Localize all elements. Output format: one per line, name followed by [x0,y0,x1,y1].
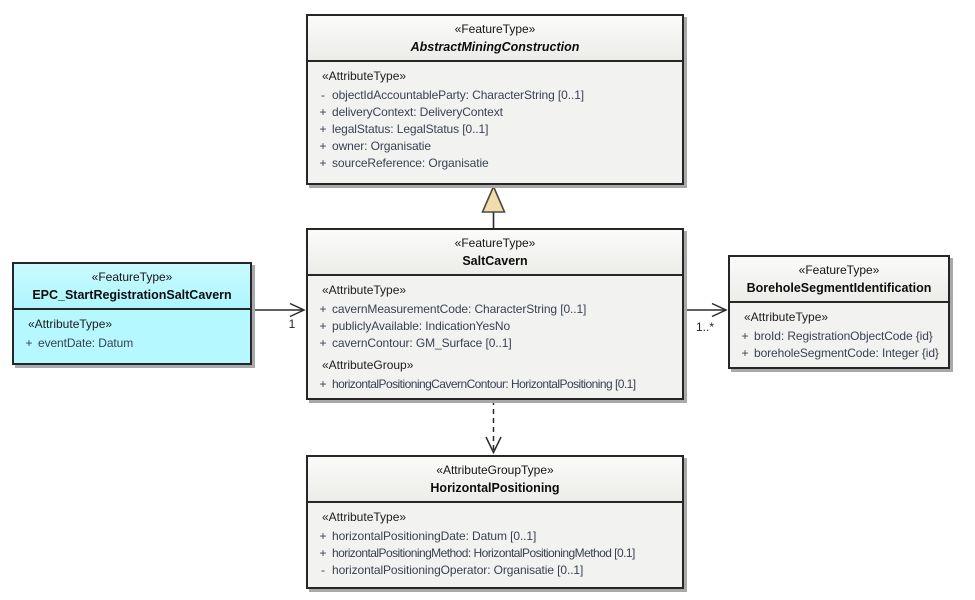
class-name: AbstractMiningConstruction [410,40,580,54]
multiplicity-label-epc-saltcavern: 1 [288,317,296,331]
attribute-text: boreholeSegmentCode: Integer {id} [754,345,939,360]
association-epc-saltcavern [252,302,306,318]
class-stereotype: «FeatureType» [454,22,536,36]
class-stereotype: «FeatureType» [91,270,173,284]
section-heading: «AttributeType» [322,510,407,524]
dependency-connector [485,400,502,455]
attribute-row: - horizontalPositioningOperator: Organis… [308,561,682,578]
attribute-row: + horizontalPositioningCavernContour: Ho… [308,375,682,392]
section-heading: «AttributeGroup» [322,358,414,372]
attribute-row: + horizontalPositioningDate: Datum [0..1… [308,527,682,544]
visibility-marker: + [319,121,327,136]
visibility-marker: + [319,376,327,391]
class-stereotype: «FeatureType» [454,236,536,250]
visibility-marker: - [321,562,325,577]
association-saltcavern-borehole [684,302,728,318]
class-box-horizontal-positioning[interactable]: «AttributeGroupType» HorizontalPositioni… [306,455,684,589]
attribute-row: + boreholeSegmentCode: Integer {id} [730,344,948,361]
class-name: SaltCavern [462,254,528,268]
attribute-text: horizontalPositioningDate: Datum [0..1] [332,528,537,543]
class-name: BoreholeSegmentIdentification [746,281,932,295]
attribute-row: + publiclyAvailable: IndicationYesNo [308,317,682,334]
multiplicity-label-saltcavern-borehole: 1..* [696,320,715,334]
section-heading: «AttributeType» [744,310,829,324]
visibility-marker: + [319,528,327,543]
attribute-row: - objectIdAccountableParty: CharacterStr… [308,86,682,103]
visibility-marker: + [319,301,327,316]
attribute-text: owner: Organisatie [332,138,431,153]
attribute-text: eventDate: Datum [38,335,134,350]
visibility-marker: + [741,328,749,343]
class-name: HorizontalPositioning [430,481,560,495]
attribute-text: horizontalPositioningOperator: Organisat… [332,562,584,577]
class-stereotype: «AttributeGroupType» [436,463,554,477]
attribute-row: + sourceReference: Organisatie [308,154,682,171]
attribute-text: deliveryContext: DeliveryContext [332,104,503,119]
attribute-text: cavernMeasurementCode: CharacterString [… [332,301,587,316]
class-name: EPC_StartRegistrationSaltCavern [32,288,232,302]
attribute-text: objectIdAccountableParty: CharacterStrin… [332,87,585,102]
visibility-marker: + [319,138,327,153]
visibility-marker: + [319,545,327,560]
class-header: «FeatureType» BoreholeSegmentIdentificat… [730,257,948,303]
attributes-compartment: «AttributeType» - objectIdAccountablePar… [308,62,682,175]
attribute-text: broId: RegistrationObjectCode {id} [754,328,933,343]
attributes-compartment: «AttributeType» + cavernMeasurementCode:… [308,276,682,396]
generalization-connector [481,184,506,228]
class-box-salt-cavern[interactable]: «FeatureType» SaltCavern «AttributeType»… [306,228,684,400]
attribute-text: cavernContour: GM_Surface [0..1] [332,335,512,350]
class-box-borehole-segment-identification[interactable]: «FeatureType» BoreholeSegmentIdentificat… [728,255,950,369]
attribute-row: + eventDate: Datum [14,334,250,351]
visibility-marker: + [319,318,327,333]
section-heading: «AttributeType» [322,283,407,297]
attribute-row: + cavernContour: GM_Surface [0..1] [308,334,682,351]
attribute-row: + cavernMeasurementCode: CharacterString… [308,300,682,317]
attributes-compartment: «AttributeType» + eventDate: Datum [14,310,250,355]
attribute-text: legalStatus: LegalStatus [0..1] [332,121,489,136]
attribute-row: + legalStatus: LegalStatus [0..1] [308,120,682,137]
class-stereotype: «FeatureType» [798,263,880,277]
attribute-row: + broId: RegistrationObjectCode {id} [730,327,948,344]
attribute-row: + horizontalPositioningMethod: Horizonta… [308,544,682,561]
attribute-row: + owner: Organisatie [308,137,682,154]
section-heading: «AttributeType» [28,317,113,331]
visibility-marker: + [319,155,327,170]
attributes-compartment: «AttributeType» + horizontalPositioningD… [308,503,682,582]
visibility-marker: + [741,345,749,360]
class-header: «FeatureType» SaltCavern [308,230,682,276]
attributes-compartment: «AttributeType» + broId: RegistrationObj… [730,303,948,365]
visibility-marker: - [321,87,325,102]
class-box-epc-start-registration-salt-cavern[interactable]: «FeatureType» EPC_StartRegistrationSaltC… [12,262,252,365]
section-heading: «AttributeType» [322,69,407,83]
class-header: «AttributeGroupType» HorizontalPositioni… [308,457,682,503]
attribute-text: publiclyAvailable: IndicationYesNo [332,318,511,333]
attribute-text: horizontalPositioningCavernContour: Hori… [332,376,636,391]
visibility-marker: + [319,335,327,350]
attribute-text: horizontalPositioningMethod: HorizontalP… [332,545,635,560]
class-box-abstract-mining-construction[interactable]: «FeatureType» AbstractMiningConstruction… [306,14,684,185]
visibility-marker: + [25,335,33,350]
generalization-triangle [481,184,506,213]
attribute-text: sourceReference: Organisatie [332,155,489,170]
class-header: «FeatureType» EPC_StartRegistrationSaltC… [14,264,250,310]
attribute-row: + deliveryContext: DeliveryContext [308,103,682,120]
visibility-marker: + [319,104,327,119]
class-header: «FeatureType» AbstractMiningConstruction [308,16,682,62]
